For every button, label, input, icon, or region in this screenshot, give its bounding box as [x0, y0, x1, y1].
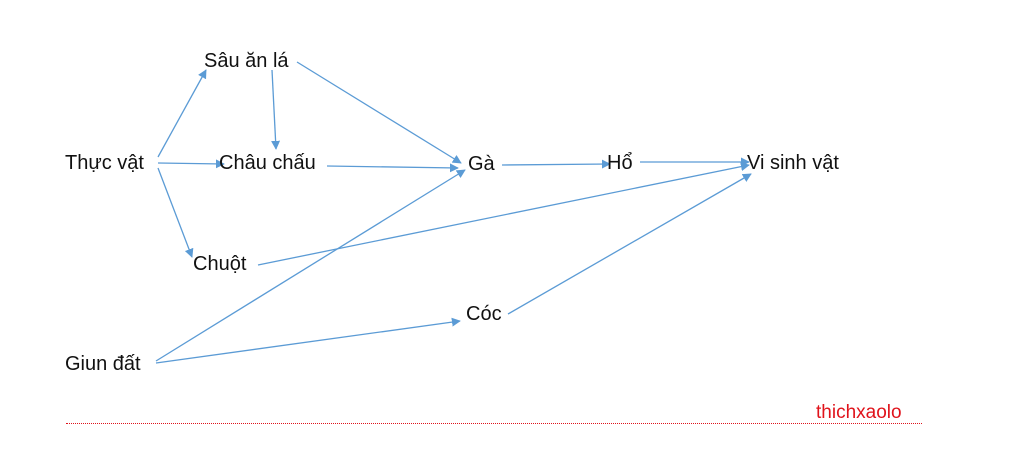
edge-chuot-to-vi-sinh-vat	[257, 162, 750, 266]
watermark: thichxaolo	[816, 402, 902, 423]
node-giun-dat: Giun đất	[65, 353, 141, 375]
node-coc: Cóc	[466, 303, 502, 325]
node-thuc-vat: Thực vật	[65, 152, 144, 174]
edge-sau-an-la-to-ga	[296, 61, 462, 164]
edge-giun-dat-to-ga	[155, 169, 466, 362]
node-ga: Gà	[468, 153, 495, 175]
edge-thuc-vat-to-sau-an-la	[157, 69, 207, 158]
node-sau-an-la: Sâu ăn lá	[204, 50, 289, 72]
edge-ga-to-ho	[501, 159, 611, 169]
edge-coc-to-vi-sinh-vat	[507, 173, 752, 315]
edge-giun-dat-to-coc	[155, 317, 461, 364]
watermark-dotted-line	[66, 423, 922, 424]
food-web-edges	[155, 61, 752, 364]
edge-thuc-vat-to-chuot	[157, 167, 194, 258]
edge-chau-chau-to-ga	[326, 163, 459, 173]
node-chuot: Chuột	[193, 253, 247, 275]
node-vi-sinh-vat: Vi sinh vật	[747, 152, 839, 174]
node-chau-chau: Châu chấu	[219, 152, 316, 174]
node-ho: Hổ	[607, 152, 633, 174]
edge-sau-an-la-to-chau-chau	[271, 69, 281, 150]
edge-thuc-vat-to-chau-chau	[157, 159, 225, 169]
